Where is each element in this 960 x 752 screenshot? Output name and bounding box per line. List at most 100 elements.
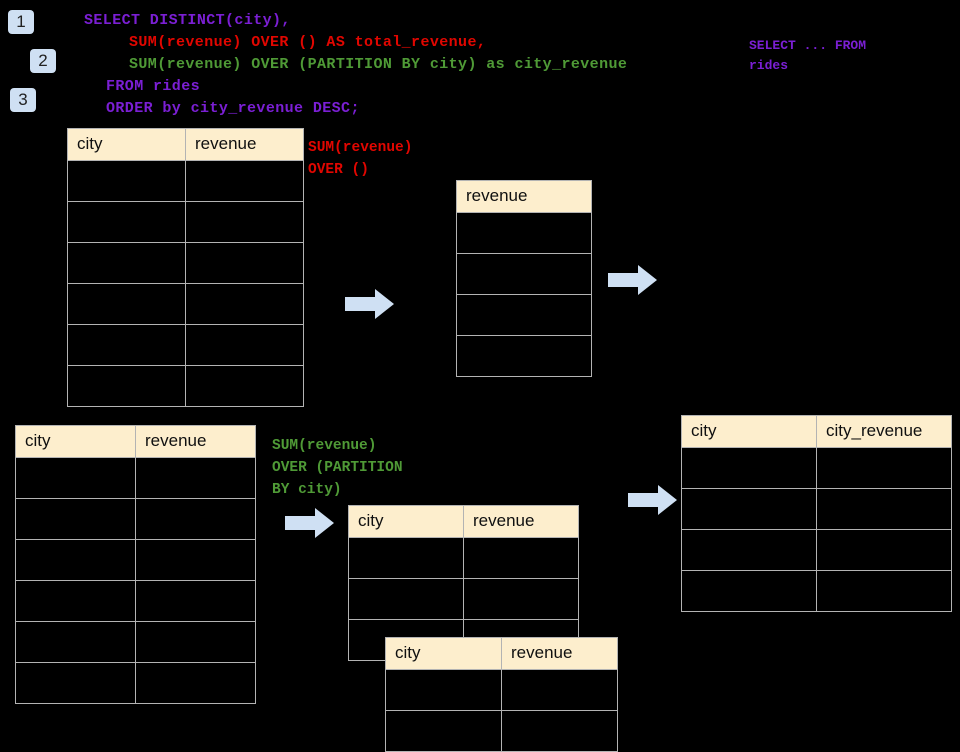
cell-city [15, 498, 136, 540]
table-rides-source: city revenue [67, 128, 304, 407]
cell-revenue [135, 580, 256, 622]
table-header-row: city revenue [348, 505, 579, 538]
arrow-source-to-total-icon [345, 287, 395, 326]
cell-city [348, 578, 464, 620]
table-row [385, 669, 618, 711]
step-badge-1: 1 [8, 10, 34, 34]
annotation-sum-over-empty-line1: SUM(revenue) [308, 140, 413, 156]
annotation-sum-over-partition-line1: SUM(revenue) [272, 438, 377, 454]
cell-revenue [456, 253, 592, 295]
table-header-row: city revenue [15, 425, 256, 458]
table-header-row: city revenue [67, 128, 304, 161]
table-final-result: city city_revenue [681, 415, 952, 612]
table-header-row: city city_revenue [681, 415, 952, 448]
table-total-revenue: revenue [456, 180, 592, 377]
cell-revenue [135, 457, 256, 499]
cell-revenue [456, 335, 592, 377]
cell-revenue [501, 669, 618, 711]
table-row [15, 580, 256, 622]
table-row [15, 498, 256, 540]
table-row [348, 578, 579, 620]
cell-revenue [185, 365, 304, 407]
cell-city [385, 710, 502, 752]
table-row [67, 242, 304, 284]
table-row [15, 539, 256, 581]
table-row [456, 294, 592, 336]
table-header-row: city revenue [385, 637, 618, 670]
annotation-select-from-line1: SELECT ... FROM [749, 38, 867, 53]
table-row [15, 621, 256, 663]
cell-city [348, 537, 464, 579]
table-row [681, 488, 952, 530]
table-row [385, 710, 618, 752]
table-row [15, 662, 256, 704]
cell-city-revenue [816, 570, 952, 612]
step-badge-3: 3 [10, 88, 36, 112]
table-row [456, 212, 592, 254]
annotation-sum-over-empty-line2: OVER () [308, 162, 369, 178]
cell-city [67, 201, 186, 243]
table-partition-group-front: city revenue [385, 637, 618, 752]
cell-city [15, 662, 136, 704]
table-row [67, 365, 304, 407]
cell-revenue [501, 710, 618, 752]
column-header-city: city [67, 128, 186, 161]
table-row [67, 324, 304, 366]
arrow-total-to-result-icon [608, 263, 658, 302]
arrow-partition-to-result-icon [628, 483, 678, 522]
cell-city [15, 457, 136, 499]
cell-revenue [135, 539, 256, 581]
cell-city [15, 580, 136, 622]
cell-revenue [135, 621, 256, 663]
column-header-city: city [15, 425, 136, 458]
table-row [681, 570, 952, 612]
table-row [456, 253, 592, 295]
table-row [67, 160, 304, 202]
cell-city [681, 488, 817, 530]
table-rides-source-partition: city revenue [15, 425, 256, 704]
table-row [681, 447, 952, 489]
cell-city [67, 242, 186, 284]
arrow-source-to-partition-icon [285, 506, 335, 545]
sql-line-5: ORDER by city_revenue DESC; [106, 100, 360, 117]
cell-revenue [135, 662, 256, 704]
cell-city [681, 529, 817, 571]
cell-revenue [185, 283, 304, 325]
step-badge-2: 2 [30, 49, 56, 73]
column-header-city: city [348, 505, 464, 538]
sql-line-1: SELECT DISTINCT(city), [84, 12, 291, 29]
column-header-revenue: revenue [501, 637, 618, 670]
cell-city [67, 160, 186, 202]
cell-city [385, 669, 502, 711]
table-row [348, 537, 579, 579]
cell-revenue [463, 537, 579, 579]
annotation-sum-over-partition-line3: BY city) [272, 482, 342, 498]
cell-city-revenue [816, 447, 952, 489]
cell-revenue [456, 294, 592, 336]
table-row [456, 335, 592, 377]
cell-revenue [135, 498, 256, 540]
table-row [681, 529, 952, 571]
cell-revenue [185, 242, 304, 284]
cell-city-revenue [816, 488, 952, 530]
cell-city [15, 539, 136, 581]
diagram-canvas: 1 2 3 SELECT DISTINCT(city), SUM(revenue… [8, 10, 952, 752]
cell-revenue [463, 578, 579, 620]
table-row [15, 457, 256, 499]
sql-line-4: FROM rides [106, 78, 201, 95]
column-header-revenue: revenue [135, 425, 256, 458]
cell-revenue [456, 212, 592, 254]
column-header-revenue: revenue [463, 505, 579, 538]
cell-revenue [185, 324, 304, 366]
column-header-revenue: revenue [456, 180, 592, 213]
table-row [67, 201, 304, 243]
cell-revenue [185, 201, 304, 243]
cell-city-revenue [816, 529, 952, 571]
table-row [67, 283, 304, 325]
annotation-select-from-line2: rides [749, 58, 789, 73]
annotation-sum-over-partition-line2: OVER (PARTITION [272, 460, 403, 476]
cell-city [67, 324, 186, 366]
cell-city [67, 365, 186, 407]
cell-city [67, 283, 186, 325]
column-header-city-revenue: city_revenue [816, 415, 952, 448]
